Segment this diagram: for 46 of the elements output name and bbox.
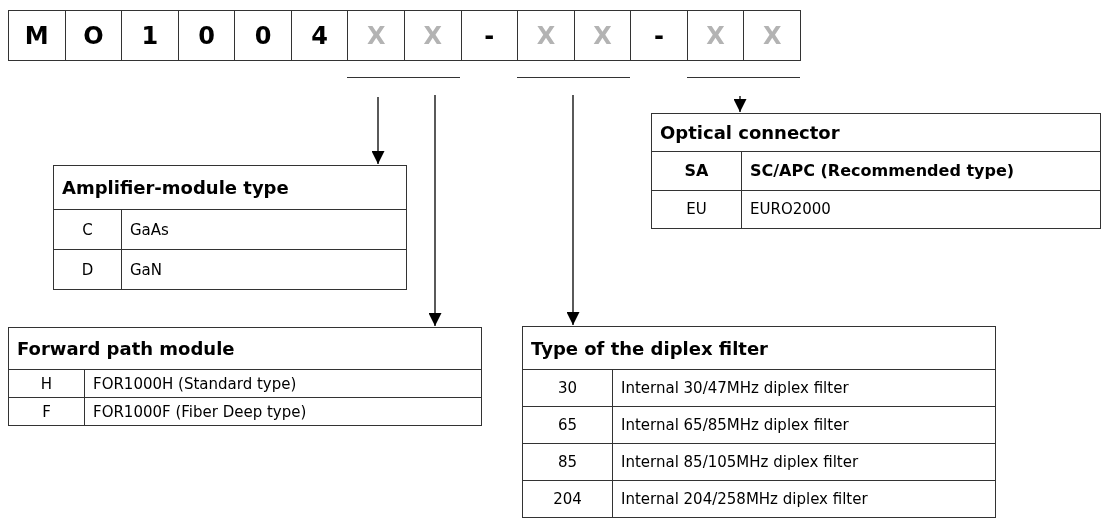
code-table	[8, 327, 482, 426]
code-value: C	[82, 220, 93, 239]
code-value: 65	[557, 416, 578, 434]
option-description: Internal 30/47MHz diplex filter	[621, 379, 849, 397]
option-description: Internal 204/258MHz diplex filter	[621, 490, 868, 508]
code-character: X	[347, 10, 405, 61]
table-title: Forward path module	[17, 338, 235, 359]
code-character: X	[517, 10, 575, 61]
code-value: F	[42, 402, 51, 421]
option-description: SC/APC (Recommended type)	[750, 161, 1015, 181]
arrow	[428, 94, 442, 327]
code-table	[522, 326, 996, 518]
arrow	[733, 95, 747, 113]
code-character: X	[573, 10, 632, 61]
option-description: Internal 85/105MHz diplex filter	[621, 453, 859, 471]
table-title: Amplifier-module type	[62, 177, 289, 198]
arrow	[566, 94, 580, 326]
code-value: D	[81, 260, 94, 279]
code-character: X	[743, 10, 801, 61]
code-value: 204	[553, 490, 582, 508]
option-description: GaAs	[130, 220, 169, 239]
code-character: O	[64, 10, 123, 61]
code-character: 0	[234, 10, 292, 61]
code-value: 85	[557, 453, 578, 471]
option-description: Internal 65/85MHz diplex filter	[621, 416, 849, 434]
code-character: 1	[121, 10, 179, 61]
option-description: GaN	[130, 260, 163, 279]
option-description: FOR1000F (Fiber Deep type)	[93, 402, 307, 421]
code-character: -	[460, 10, 519, 61]
code-value: SA	[684, 161, 709, 181]
code-table	[651, 113, 1101, 229]
code-character: 4	[290, 10, 349, 61]
arrow	[371, 96, 385, 165]
code-table	[53, 165, 407, 290]
code-value: EU	[686, 200, 707, 219]
code-character: -	[630, 10, 688, 61]
code-character: X	[404, 10, 462, 61]
code-character: M	[8, 10, 66, 61]
table-title: Optical connector	[660, 122, 840, 143]
option-description: EURO2000	[750, 200, 831, 219]
code-value: H	[40, 374, 53, 393]
code-character: 0	[177, 10, 236, 61]
table-title: Type of the diplex filter	[531, 337, 768, 359]
option-description: FOR1000H (Standard type)	[93, 374, 297, 393]
code-value: 30	[557, 379, 578, 397]
code-character: X	[686, 10, 745, 61]
